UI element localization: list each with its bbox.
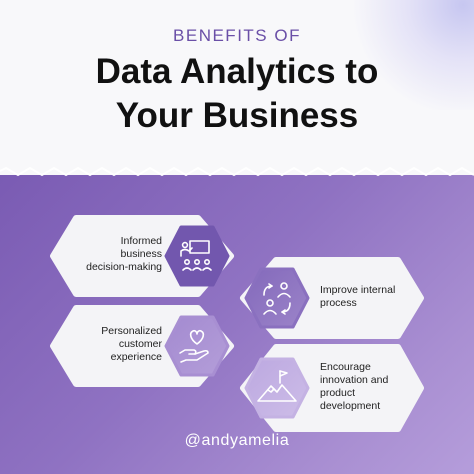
label-line: Personalized [101, 325, 162, 337]
people-exchange-icon [244, 267, 310, 329]
benefit-card-decision-making: Informed business decision-making [48, 214, 236, 298]
presentation-audience-icon [164, 225, 230, 287]
benefit-card-customer-experience: Personalized customer experience [48, 304, 236, 388]
label-line: innovation and [320, 374, 389, 386]
label-line: development [320, 400, 381, 412]
label-line: process [320, 297, 357, 309]
heart-hand-icon [164, 315, 230, 377]
label-line: product [320, 387, 356, 399]
benefit-label: Informed business decision-making [82, 235, 162, 274]
zigzag-divider [0, 154, 474, 177]
label-line: customer [118, 338, 162, 350]
benefit-card-internal-process: Improve internal process [238, 256, 426, 340]
kicker-text: BENEFITS OF [173, 26, 301, 45]
mountain-flag-icon [244, 357, 310, 419]
label-line: experience [110, 351, 162, 363]
label-line: Encourage [320, 361, 371, 373]
label-line: decision-making [86, 261, 162, 273]
benefit-label: Improve internal process [320, 284, 416, 310]
glow-decoration [344, 0, 474, 110]
benefit-label: Personalized customer experience [82, 325, 162, 364]
header: BENEFITS OF Data Analytics to Your Busin… [0, 0, 474, 175]
title-line-2: Your Business [115, 96, 359, 135]
label-line: Informed [120, 235, 162, 247]
page-title: Data Analytics to Your Business [0, 50, 474, 138]
label-line: Improve internal [320, 284, 396, 296]
author-handle: @andyamelia [184, 432, 290, 449]
benefit-card-innovation: Encourage innovation and product develop… [238, 343, 426, 433]
benefit-label: Encourage innovation and product develop… [320, 361, 416, 413]
label-line: business [120, 248, 162, 260]
title-line-1: Data Analytics to [95, 52, 379, 91]
